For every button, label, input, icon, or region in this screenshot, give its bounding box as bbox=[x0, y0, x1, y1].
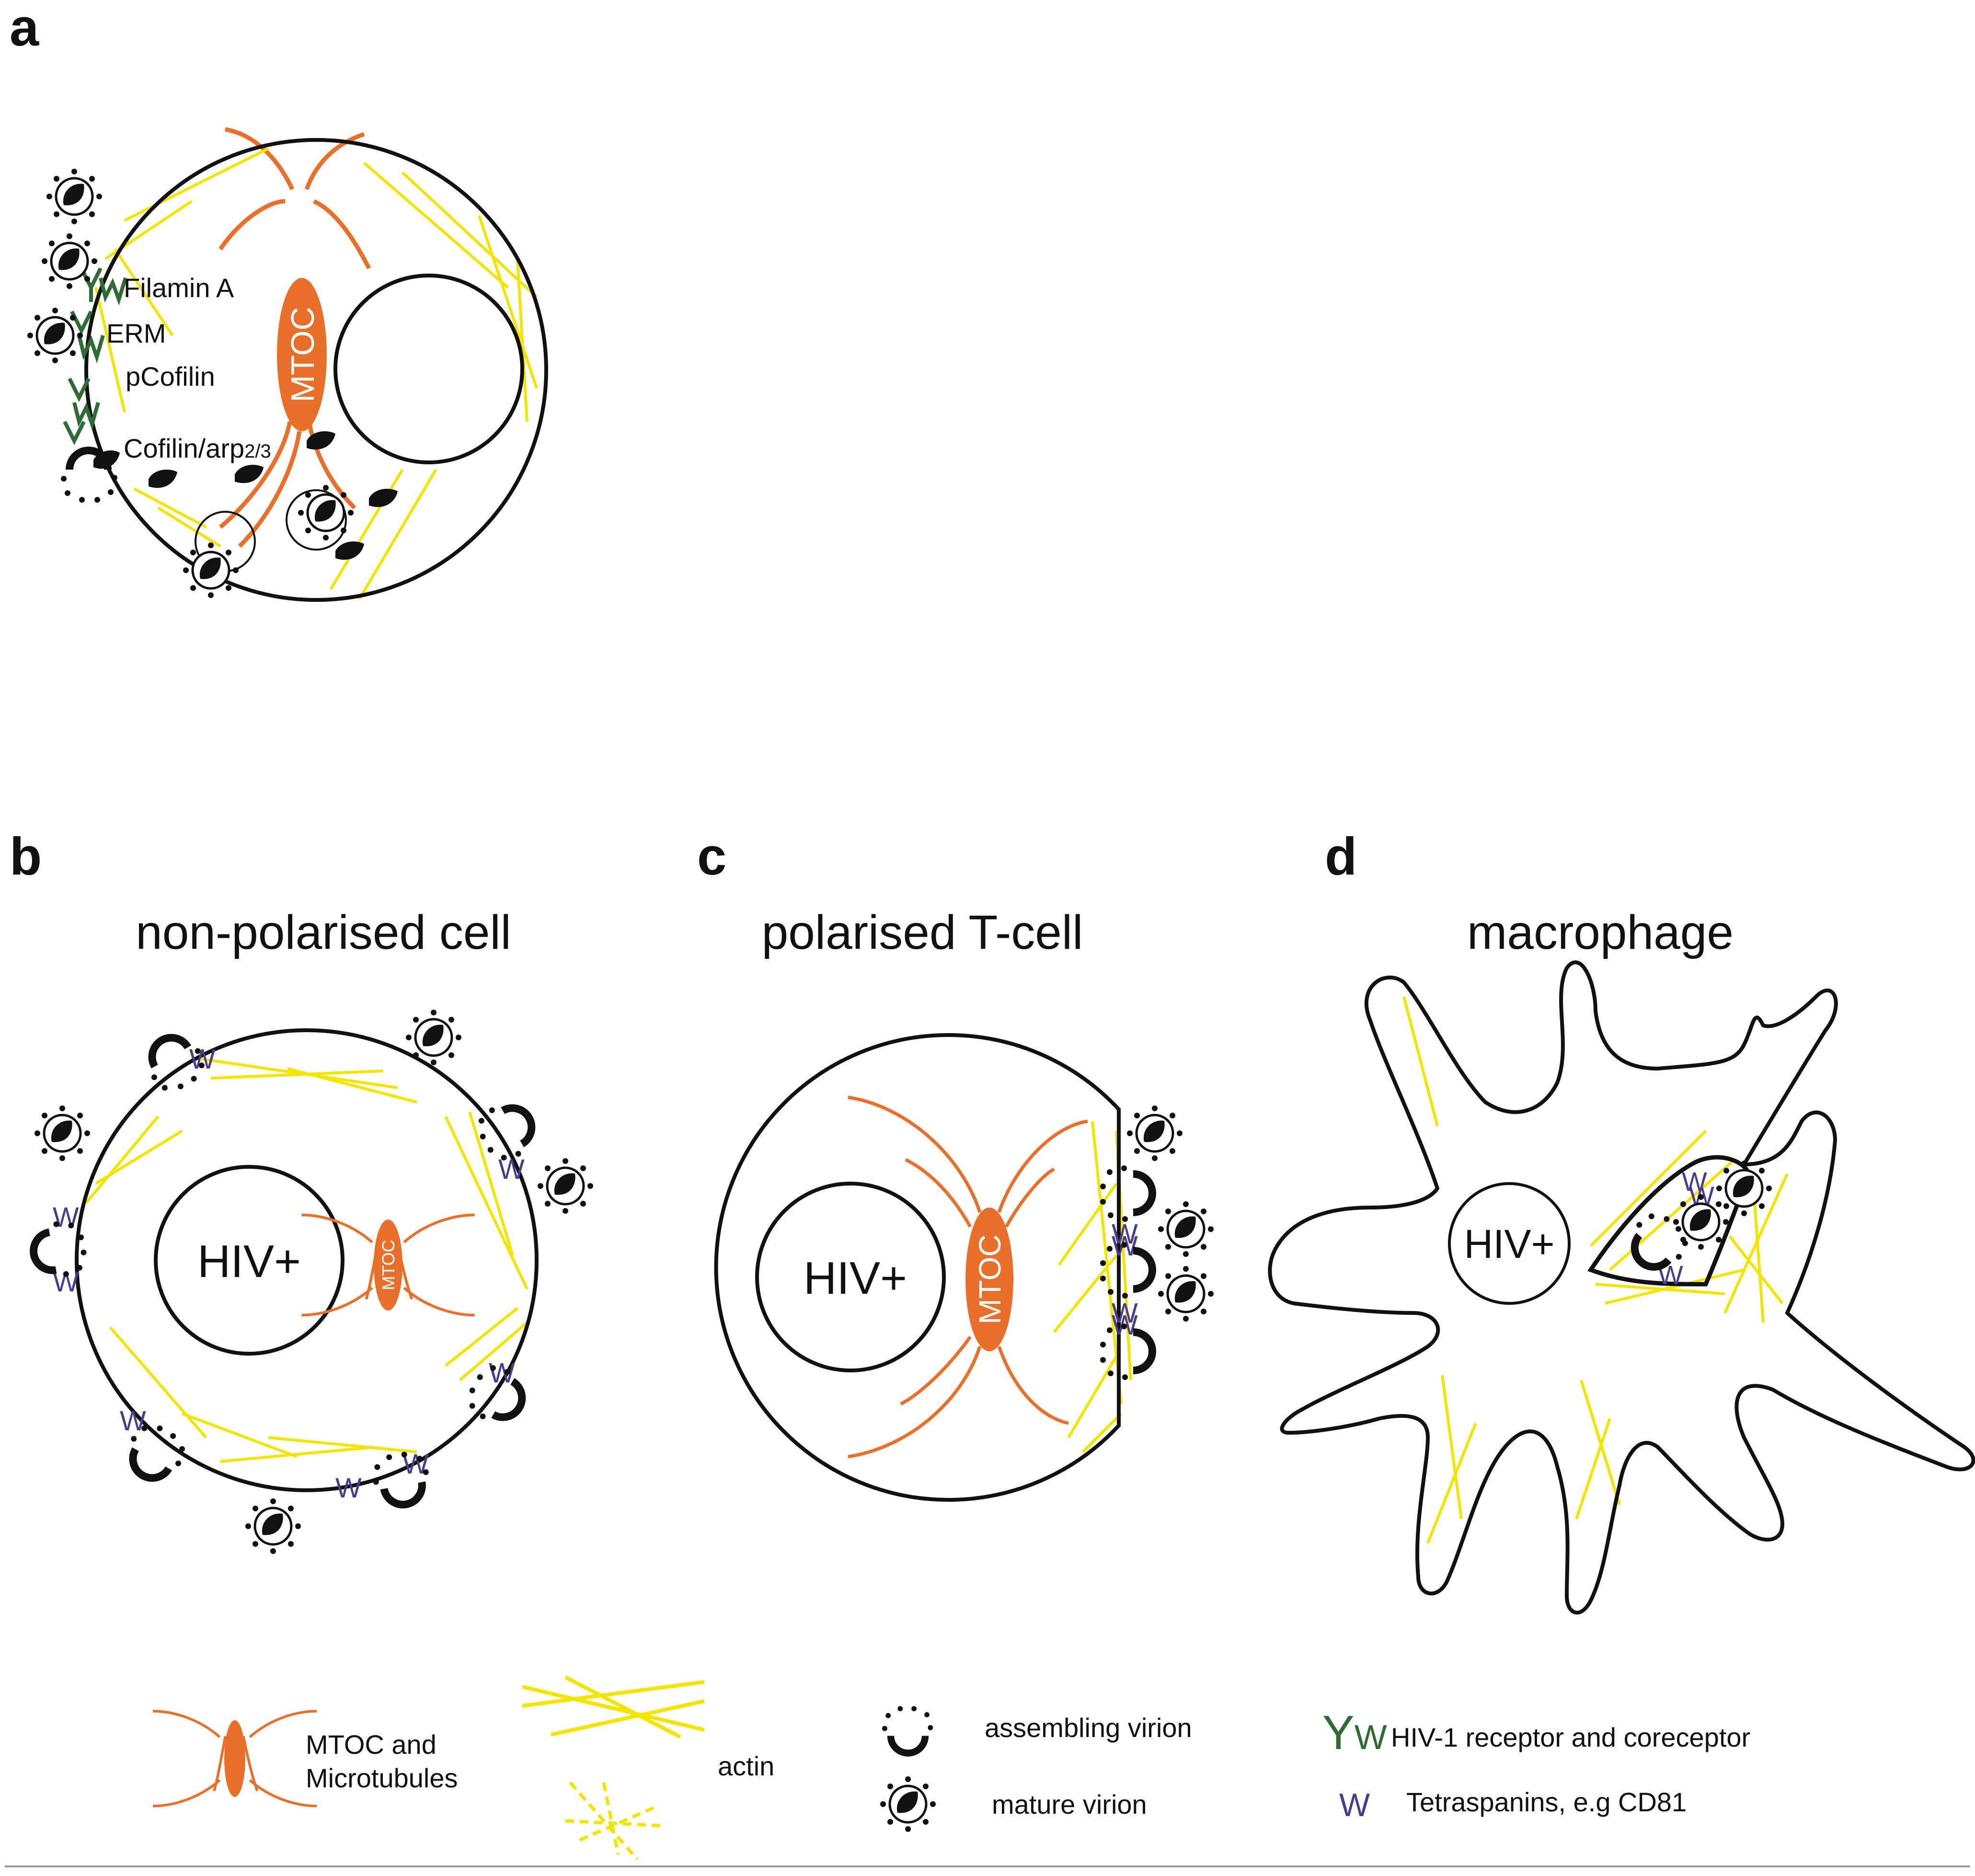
svg-text:W: W bbox=[189, 1044, 216, 1075]
svg-text:W: W bbox=[335, 1473, 362, 1504]
panel-c-letter: c bbox=[697, 827, 726, 886]
mature-virion-icon bbox=[406, 1010, 461, 1065]
panel-b-mtoc-label: MTOC bbox=[379, 1240, 398, 1290]
panel-d-cell-membrane bbox=[1268, 960, 1975, 1615]
panel-c-cell-membrane bbox=[714, 1033, 1121, 1502]
panel-d: d macrophage HIV+ W W W bbox=[1268, 827, 1975, 1615]
panel-a-letter: a bbox=[10, 0, 39, 57]
panel-c-title: polarised T-cell bbox=[762, 906, 1083, 959]
panel-c-mtoc-label: MTOC bbox=[973, 1234, 1007, 1324]
assembling-virion-icon bbox=[470, 1093, 543, 1169]
panel-b-nucleus bbox=[154, 1165, 344, 1356]
mature-virion-icon bbox=[245, 1498, 301, 1554]
mature-virion-icon bbox=[42, 233, 97, 289]
svg-text:W: W bbox=[53, 1202, 79, 1233]
panel-d-title: macrophage bbox=[1467, 906, 1734, 959]
panel-b-actin bbox=[85, 1058, 528, 1463]
panel-a-label-pcofilin: pCofilin bbox=[126, 361, 215, 391]
panel-a-label-filamin: Filamin A bbox=[124, 273, 234, 303]
panel-a-mtoc bbox=[277, 278, 327, 431]
mature-virion-icon bbox=[1127, 1105, 1183, 1161]
panel-b: b non-polarised cell HIV+ MTOC W W bbox=[10, 827, 593, 1554]
legend-mature-virion-icon bbox=[880, 1776, 936, 1832]
panel-d-nucleus bbox=[1448, 1182, 1571, 1305]
legend-tetraspanin-label: Tetraspanins, e.g CD81 bbox=[1406, 1787, 1687, 1817]
legend-mtoc-icon bbox=[153, 1711, 317, 1806]
mature-virion-icon bbox=[34, 1105, 90, 1161]
panel-a-label-cofilin: Cofilin/arp2/3 bbox=[124, 433, 271, 463]
legend-mtoc-label-line1: MTOC and bbox=[306, 1729, 436, 1760]
mature-virion-icon bbox=[538, 1158, 593, 1214]
panel-b-nucleus-label: HIV+ bbox=[197, 1236, 301, 1287]
svg-text:W: W bbox=[489, 1358, 515, 1389]
panel-b-letter: b bbox=[10, 827, 42, 886]
svg-text:W: W bbox=[1682, 1166, 1707, 1197]
panel-b-title: non-polarised cell bbox=[136, 906, 511, 959]
panel-c-mtoc bbox=[965, 1208, 1013, 1351]
legend-receptor-icon: YW bbox=[1322, 1706, 1387, 1760]
panel-d-nucleus-label: HIV+ bbox=[1464, 1221, 1554, 1266]
legend-assembling-label: assembling virion bbox=[985, 1713, 1192, 1743]
legend-tetraspanin-icon: W bbox=[1339, 1787, 1370, 1823]
panel-a-label-erm: ERM bbox=[106, 318, 166, 348]
panel-a-mtoc-label: MTOC bbox=[285, 307, 321, 403]
svg-text:W: W bbox=[53, 1266, 79, 1298]
panel-a-receptors bbox=[63, 267, 127, 445]
panel-a: a MTOC bbox=[10, 0, 548, 602]
panel-c-microtubules bbox=[848, 1095, 1088, 1459]
svg-text:W: W bbox=[1112, 1298, 1138, 1329]
panel-b-cell-membrane bbox=[75, 1028, 539, 1492]
panel-d-actin bbox=[1402, 996, 1789, 1544]
svg-text:W: W bbox=[120, 1405, 146, 1437]
panel-c: c polarised T-cell HIV+ MTOC W W W bbox=[697, 827, 1214, 1502]
legend-mature-label: mature virion bbox=[992, 1789, 1147, 1819]
panel-a-actin bbox=[94, 147, 538, 600]
panel-b-mtoc bbox=[374, 1220, 402, 1311]
legend-mtoc-label-line2: Microtubules bbox=[306, 1763, 458, 1793]
legend-actin-icon bbox=[522, 1675, 705, 1739]
panel-c-nucleus-label: HIV+ bbox=[804, 1253, 907, 1304]
panel-a-cell-membrane bbox=[84, 138, 548, 602]
legend: MTOC and Microtubules actin assembling v… bbox=[5, 1675, 1970, 1867]
legend-assembling-virion-icon bbox=[882, 1706, 933, 1753]
legend-actin-label: actin bbox=[718, 1751, 774, 1781]
panel-a-endosome bbox=[286, 489, 347, 551]
legend-depolymerised-actin-icon bbox=[565, 1781, 662, 1861]
mature-virion-icon bbox=[1158, 1266, 1214, 1322]
panel-d-letter: d bbox=[1325, 827, 1357, 886]
panel-c-nucleus bbox=[755, 1182, 946, 1372]
legend-receptor-label: HIV-1 receptor and coreceptor bbox=[1391, 1722, 1750, 1752]
assembling-virion-icon bbox=[138, 1026, 213, 1099]
mature-virion-icon bbox=[46, 169, 102, 224]
mature-virion-icon bbox=[1158, 1201, 1214, 1257]
panel-a-nucleus bbox=[333, 274, 524, 464]
mature-virion-icon bbox=[27, 308, 83, 363]
